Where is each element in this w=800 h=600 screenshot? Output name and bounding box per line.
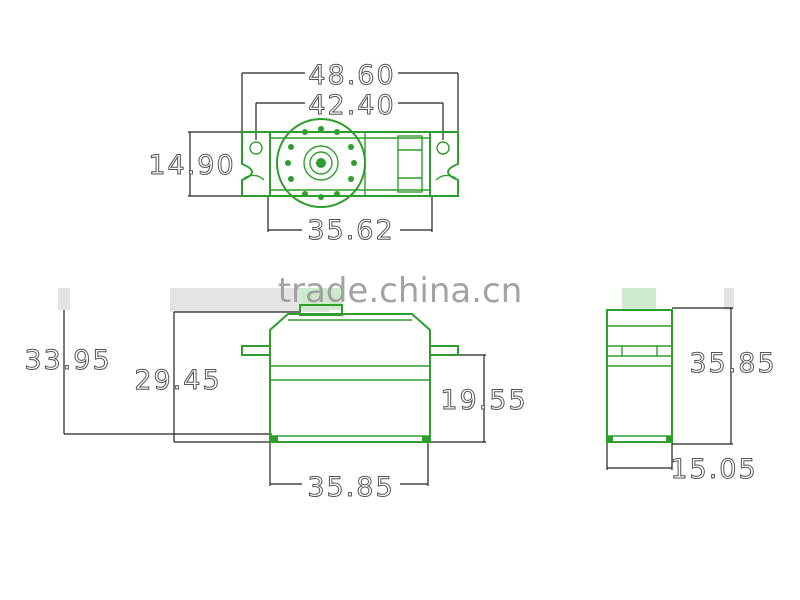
- label-side-height: 35.85: [689, 348, 776, 379]
- mount-hole-icon: [436, 141, 450, 155]
- dim-body-width: 35.62: [267, 196, 433, 247]
- dim-mount-hole-span: 42.40: [255, 90, 444, 140]
- dim-side-height: 35.85: [672, 307, 776, 445]
- servo-top-outline: [241, 118, 459, 208]
- watermark-text: trade.china.cn: [278, 271, 523, 311]
- dim-height-to-flange: 29.45: [134, 311, 300, 443]
- label-body-width: 35.62: [307, 215, 394, 246]
- label-mount-height: 14.90: [148, 150, 235, 181]
- label-flange-to-base: 19.55: [440, 385, 527, 416]
- horn-holes: [285, 126, 357, 200]
- label-side-width: 15.05: [670, 454, 757, 485]
- top-view: 48.60 42.40 14.90 35.62: [148, 60, 459, 247]
- dim-overall-width: 48.60: [241, 60, 459, 132]
- mount-hole-icon: [249, 141, 263, 155]
- servo-front-outline: [241, 304, 459, 443]
- dim-flange-to-base: 19.55: [428, 354, 527, 443]
- label-height-to-flange: 29.45: [134, 365, 221, 396]
- label-overall-width: 48.60: [308, 60, 395, 91]
- label-mount-hole-span: 42.40: [308, 90, 395, 121]
- dim-body-length: 35.85: [269, 442, 429, 504]
- servo-horn-icon: [276, 118, 366, 208]
- label-overall-height: 33.95: [24, 345, 111, 376]
- dim-side-width: 15.05: [606, 442, 757, 486]
- dim-overall-height: 33.95: [24, 310, 272, 435]
- side-view: 35.85 15.05: [606, 288, 776, 486]
- servo-side-outline: [606, 309, 673, 443]
- label-body-length: 35.85: [307, 472, 394, 503]
- front-view: 33.95 29.45 19.55 35.85: [24, 288, 527, 504]
- dim-mount-height: 14.90: [148, 131, 242, 197]
